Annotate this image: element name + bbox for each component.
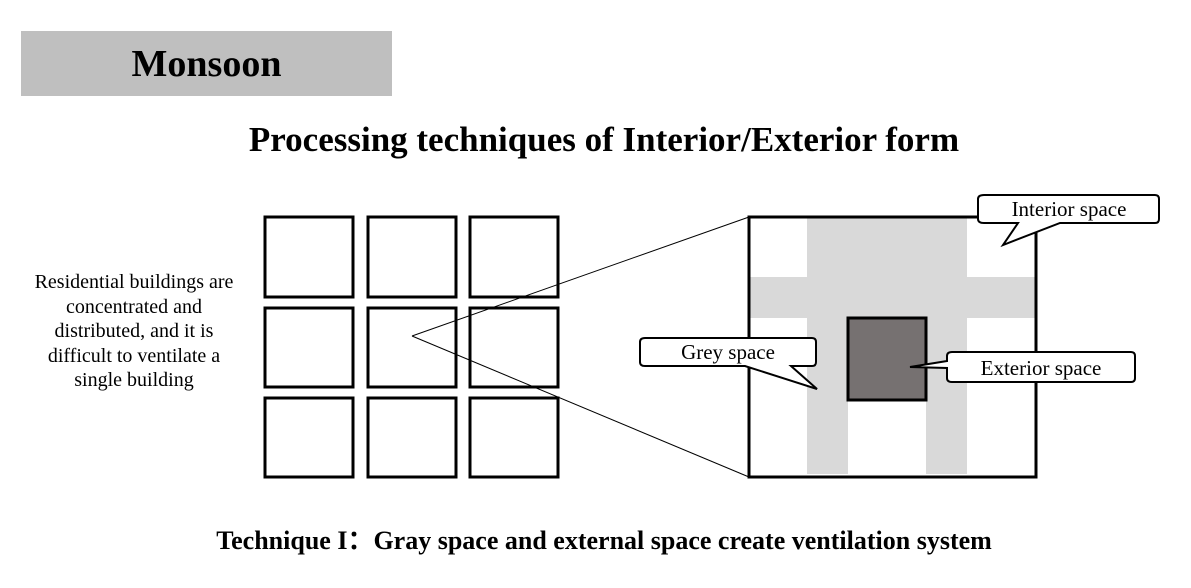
grey-space	[750, 277, 1035, 318]
callout-interior	[977, 194, 1160, 248]
zoom-line	[411, 216, 750, 337]
callout-grey	[639, 337, 818, 390]
building	[366, 306, 458, 389]
building	[263, 396, 355, 479]
building	[263, 306, 355, 389]
section-header: Monsoon	[21, 31, 392, 96]
zoom-line	[411, 335, 750, 478]
diagram-title: Processing techniques of Interior/Exteri…	[248, 120, 960, 159]
caption: Technique I：Gray space and external spac…	[216, 526, 992, 555]
label-grey: Grey space	[681, 340, 775, 364]
description-note: Residential buildings are concentrated a…	[34, 271, 234, 391]
building	[468, 396, 560, 479]
label-exterior: Exterior space	[981, 356, 1102, 380]
building	[468, 215, 560, 299]
building	[366, 215, 458, 299]
exterior-space	[846, 316, 928, 402]
label-interior: Interior space	[1012, 197, 1127, 221]
building	[263, 215, 355, 299]
grey-space	[926, 318, 967, 474]
building	[366, 396, 458, 479]
callout-exterior	[909, 351, 1136, 383]
building	[468, 306, 560, 389]
building-grid	[263, 215, 560, 479]
